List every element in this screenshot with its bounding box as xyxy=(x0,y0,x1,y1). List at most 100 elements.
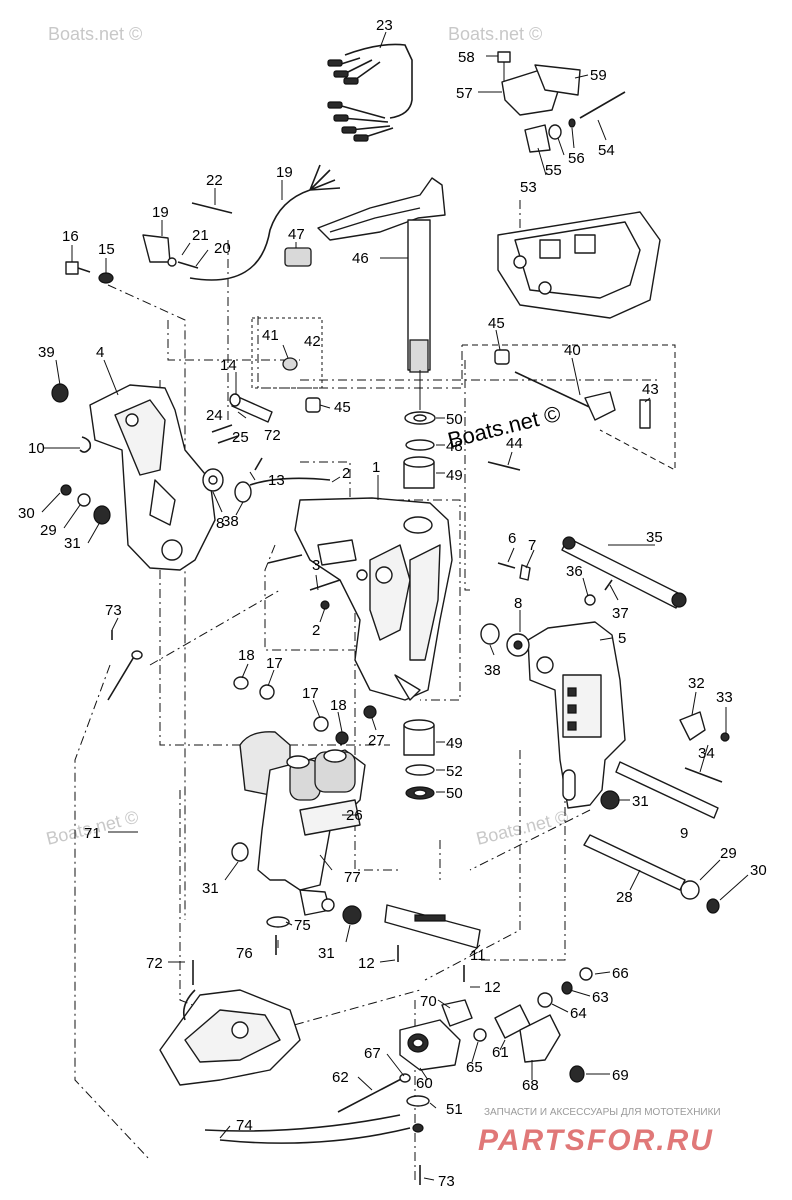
lower-bushing-stack xyxy=(403,719,435,800)
callout-12-left: 12 xyxy=(358,955,375,972)
callout-71: 71 xyxy=(84,825,101,842)
callout-62: 62 xyxy=(332,1069,349,1086)
callout-31-left: 31 xyxy=(64,535,81,552)
callout-53: 53 xyxy=(520,179,537,196)
callout-45-right: 45 xyxy=(488,315,505,332)
watermark-center: Boats.net © xyxy=(445,401,563,453)
callout-65: 65 xyxy=(466,1059,483,1076)
callout-39: 39 xyxy=(38,344,55,361)
callout-31-right: 31 xyxy=(632,793,649,810)
callout-24: 24 xyxy=(206,407,223,424)
callout-72-bottom: 72 xyxy=(146,955,163,972)
callout-45-left: 45 xyxy=(334,399,351,416)
callout-18-right: 18 xyxy=(330,697,347,714)
callout-8-right: 8 xyxy=(514,595,522,612)
callout-labels: 23 58 59 57 54 56 55 53 22 19 19 21 20 4… xyxy=(18,17,767,1190)
callout-19-top: 19 xyxy=(276,164,293,181)
callout-14: 14 xyxy=(220,357,237,374)
callout-21: 21 xyxy=(192,227,209,244)
callout-42: 42 xyxy=(304,333,321,350)
callout-11: 11 xyxy=(470,947,486,964)
callout-74: 74 xyxy=(236,1117,253,1134)
watermark-top-mid: Boats.net © xyxy=(448,24,542,44)
callout-66: 66 xyxy=(612,965,629,982)
bottom-plate-74 xyxy=(159,960,411,1144)
callout-22: 22 xyxy=(206,172,223,189)
callout-3: 3 xyxy=(312,557,320,574)
callout-2-top: 2 xyxy=(342,465,350,482)
callout-20: 20 xyxy=(214,240,231,257)
callout-75: 75 xyxy=(294,917,311,934)
parts-32-33-34 xyxy=(679,711,730,783)
callout-29-right: 29 xyxy=(720,845,737,862)
callout-67: 67 xyxy=(364,1045,381,1062)
callout-68: 68 xyxy=(522,1077,539,1094)
callout-51: 51 xyxy=(446,1101,463,1118)
callout-10: 10 xyxy=(28,440,45,457)
callout-25: 25 xyxy=(232,429,249,446)
pin-14 xyxy=(229,393,273,423)
clamp-bracket-5 xyxy=(497,562,626,809)
callout-59: 59 xyxy=(590,67,607,84)
callout-76: 76 xyxy=(236,945,253,962)
plate-11 xyxy=(384,904,481,982)
callout-60: 60 xyxy=(416,1075,433,1092)
callout-34: 34 xyxy=(698,745,715,762)
steering-shaft-46 xyxy=(317,177,446,410)
callout-70: 70 xyxy=(420,993,437,1010)
callout-19-bracket: 19 xyxy=(152,204,169,221)
upper-bushing-stack xyxy=(403,411,436,489)
wire-71-73 xyxy=(107,630,421,1185)
callout-52: 52 xyxy=(446,763,463,780)
callout-36: 36 xyxy=(566,563,583,580)
top-right-bracket-group xyxy=(497,51,661,319)
callout-50-top: 50 xyxy=(446,411,463,428)
wire-and-bracket-19 xyxy=(65,164,341,284)
callout-15: 15 xyxy=(98,241,115,258)
callout-5: 5 xyxy=(618,630,626,647)
callout-30-left: 30 xyxy=(18,505,35,522)
callout-49-bottom: 49 xyxy=(446,735,463,752)
callout-61: 61 xyxy=(492,1044,509,1061)
callout-27: 27 xyxy=(368,732,385,749)
callout-43: 43 xyxy=(642,381,659,398)
callout-6: 6 xyxy=(508,530,516,547)
callout-29-left: 29 xyxy=(40,522,57,539)
callout-31-trim: 31 xyxy=(202,880,219,897)
clamp-bracket-4 xyxy=(51,383,224,571)
callout-18-left: 18 xyxy=(238,647,255,664)
callout-72-top: 72 xyxy=(264,427,281,444)
rod-9 xyxy=(600,761,719,819)
callout-57: 57 xyxy=(456,85,473,102)
tube-35 xyxy=(561,536,687,609)
leader-lines xyxy=(41,31,749,1181)
callout-16: 16 xyxy=(62,228,79,245)
callout-50-bottom: 50 xyxy=(446,785,463,802)
callout-7: 7 xyxy=(528,537,536,554)
watermark-right-mid: Boats.net © xyxy=(474,807,570,849)
wire-harness-23 xyxy=(327,43,413,142)
callout-17-right: 17 xyxy=(302,685,319,702)
callout-4: 4 xyxy=(96,344,104,361)
brand-subtitle: ЗАПЧАСТИ И АКСЕССУАРЫ ДЛЯ МОТОТЕХНИКИ xyxy=(484,1107,721,1118)
callout-9: 9 xyxy=(680,825,688,842)
callout-26: 26 xyxy=(346,807,363,824)
callout-73-top: 73 xyxy=(105,602,122,619)
callout-37: 37 xyxy=(612,605,629,622)
callout-33: 33 xyxy=(716,689,733,706)
callout-1: 1 xyxy=(372,459,380,476)
callout-38-left: 38 xyxy=(222,513,239,530)
callout-77: 77 xyxy=(344,869,361,886)
shaft-40-group xyxy=(487,349,651,471)
callout-63: 63 xyxy=(592,989,609,1006)
callout-13: 13 xyxy=(268,472,285,489)
callout-38-right: 38 xyxy=(484,662,501,679)
callout-28: 28 xyxy=(616,889,633,906)
callout-47: 47 xyxy=(288,226,305,243)
callout-31-bottom: 31 xyxy=(318,945,335,962)
callout-64: 64 xyxy=(570,1005,587,1022)
callout-73-bottom: 73 xyxy=(438,1173,455,1190)
callout-46: 46 xyxy=(352,250,369,267)
callout-41: 41 xyxy=(262,327,279,344)
callout-2-bottom: 2 xyxy=(312,622,320,639)
